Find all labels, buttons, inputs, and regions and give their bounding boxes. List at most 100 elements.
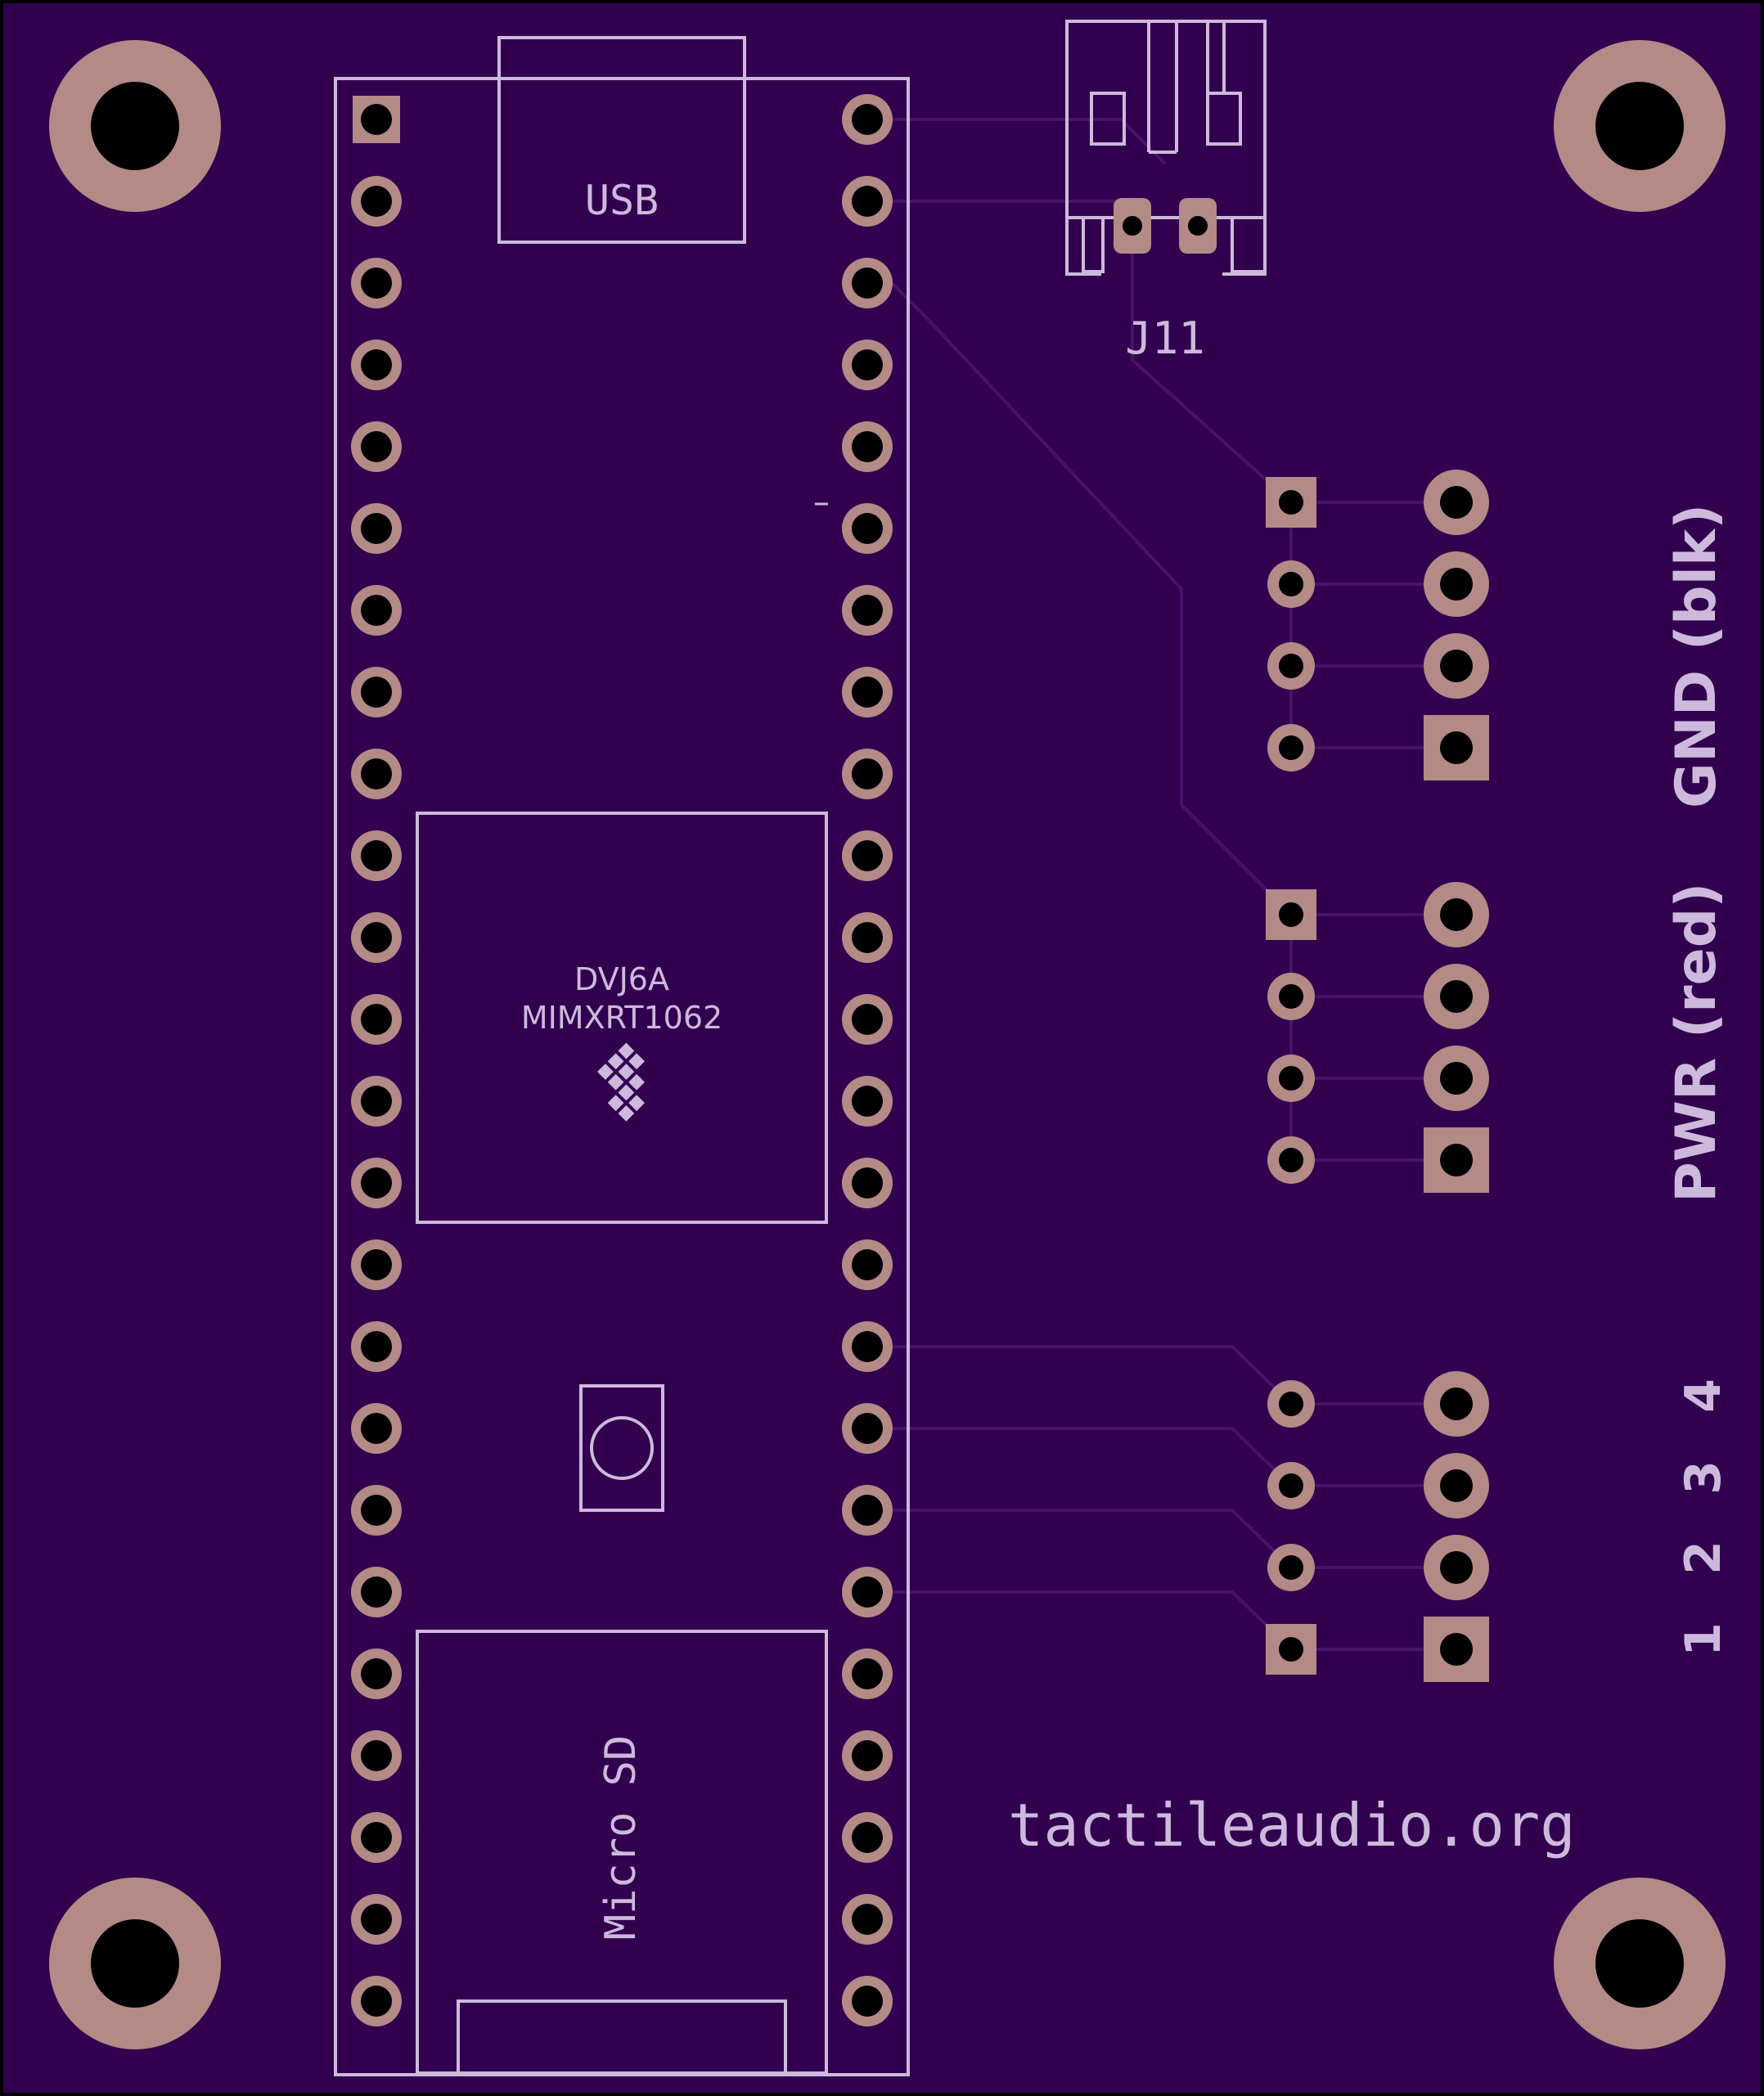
teensy-pin-right-17-drill <box>852 1413 883 1444</box>
teensy-pin-left-9-drill <box>361 758 392 789</box>
j11-outline <box>1065 20 1267 276</box>
teensy-pin-right-3-drill <box>852 268 883 299</box>
header-3-left-2-drill <box>1279 1473 1303 1498</box>
teensy-pin-left-7-drill <box>361 595 392 626</box>
trace-to-pwr <box>890 281 1293 916</box>
teensy-pin-right-12-drill <box>852 1004 883 1035</box>
header-1-left-2-drill <box>1279 572 1303 596</box>
teensy-pin-left-3-drill <box>361 268 392 299</box>
trace-j11-to-gnd <box>1131 245 1293 504</box>
teensy-pin-right-20-drill <box>852 1658 883 1689</box>
teensy-pin-left-16-drill <box>361 1331 392 1362</box>
trace-signal-3 <box>892 1427 1293 1487</box>
chip-outline <box>416 812 828 1224</box>
teensy-pin-left-12-drill <box>361 1004 392 1035</box>
teensy-pin-right-5-drill <box>852 431 883 462</box>
usb-label: USB <box>585 177 659 224</box>
teensy-pin-left-21-drill <box>361 1740 392 1771</box>
teensy-pin-right-8-drill <box>852 677 883 708</box>
teensy-pin-left-19-drill <box>361 1576 392 1608</box>
button-icon <box>590 1416 654 1480</box>
teensy-pin-left-2-drill <box>361 186 392 217</box>
pwr-label: PWR (red) <box>1664 883 1729 1203</box>
chip-label-line1: DVJ6A <box>574 961 669 997</box>
teensy-pin-left-10-drill <box>361 840 392 871</box>
teensy-pin-left-11-drill <box>361 922 392 953</box>
teensy-pin-right-10-drill <box>852 840 883 871</box>
teensy-pin-right-16-drill <box>852 1331 883 1362</box>
teensy-pin-right-9-drill <box>852 758 883 789</box>
board-surface <box>3 3 1761 2093</box>
header-3-right-4-drill <box>1440 1633 1473 1666</box>
teensy-pin-left-1-drill <box>361 104 392 135</box>
mounting-hole-4-drill <box>1595 1919 1684 2008</box>
header-3-left-4-drill <box>1279 1637 1303 1662</box>
teensy-pin-left-8-drill <box>361 677 392 708</box>
teensy-pin-left-20-drill <box>361 1658 392 1689</box>
silkscreen-outlines <box>334 20 1267 2076</box>
teensy-pin-left-5-drill <box>361 431 392 462</box>
j11-pad-1-drill <box>1123 216 1142 236</box>
teensy-pin-right-14-drill <box>852 1167 883 1199</box>
pin-4-label: 4 <box>1675 1379 1732 1413</box>
header-1-left-4-drill <box>1279 735 1303 760</box>
mounting-hole-2-drill <box>1595 82 1684 170</box>
mounting-hole-3-drill <box>91 1919 179 2008</box>
trace-signal-4 <box>892 1345 1293 1406</box>
mounting-holes <box>49 40 1726 2049</box>
pin-1-label: 1 <box>1675 1622 1732 1657</box>
teensy-pin-right-19-drill <box>852 1576 883 1608</box>
header-2-right-3-drill <box>1440 1062 1473 1095</box>
teensy-pin-right-24-drill <box>852 1986 883 2017</box>
teensy-pin-right-11-drill <box>852 922 883 953</box>
header-2-left-3-drill <box>1279 1066 1303 1091</box>
teensy-pin-right-22-drill <box>852 1822 883 1853</box>
gnd-label: GND (blk) <box>1664 504 1729 808</box>
teensy-pin-left-15-drill <box>361 1249 392 1280</box>
teensy-pin-right-4-drill <box>852 349 883 380</box>
header-2-left-2-drill <box>1279 984 1303 1009</box>
header-1-right-2-drill <box>1440 568 1473 600</box>
website-label: tactileaudio.org <box>1008 1791 1576 1860</box>
header-1-right-4-drill <box>1440 731 1473 764</box>
header-2-left-1-drill <box>1279 902 1303 927</box>
teensy-pin-left-13-drill <box>361 1086 392 1117</box>
copper-pads <box>351 94 1489 2026</box>
j11-tab-left <box>1090 92 1126 146</box>
header-1-left-1-drill <box>1279 490 1303 515</box>
header-2-right-4-drill <box>1440 1144 1473 1176</box>
chip-label-line2: MIMXRT1062 <box>521 1000 722 1036</box>
header-2-right-2-drill <box>1440 980 1473 1013</box>
usb-outline <box>497 36 746 244</box>
teensy-pin-left-6-drill <box>361 513 392 544</box>
teensy-pin-right-23-drill <box>852 1904 883 1935</box>
header-3-right-3-drill <box>1440 1551 1473 1584</box>
header-1-left-3-drill <box>1279 654 1303 678</box>
teensy-pin-right-18-drill <box>852 1495 883 1526</box>
header-3-right-2-drill <box>1440 1469 1473 1502</box>
teensy-pin-right-2-drill <box>852 186 883 217</box>
teensy-pin-right-13-drill <box>852 1086 883 1117</box>
trace-signal-2 <box>892 1509 1293 1569</box>
header-3-left-1-drill <box>1279 1392 1303 1416</box>
mounting-hole-1-drill <box>91 82 179 170</box>
teensy-pin-left-14-drill <box>361 1167 392 1199</box>
teensy-pin-right-7-drill <box>852 595 883 626</box>
pin-3-label: 3 <box>1675 1460 1732 1495</box>
header-3-right-1-drill <box>1440 1388 1473 1420</box>
teensy-pin-left-17-drill <box>361 1413 392 1444</box>
teensy-pin-right-1-drill <box>852 104 883 135</box>
micro-sd-label: Micro SD <box>596 1735 646 1940</box>
header-2-left-4-drill <box>1279 1148 1303 1172</box>
teensy-pin-right-6-drill <box>852 513 883 544</box>
j11-pad-2-drill <box>1188 216 1208 236</box>
header-1-right-3-drill <box>1440 650 1473 682</box>
teensy-pin-left-18-drill <box>361 1495 392 1526</box>
teensy-pin-left-22-drill <box>361 1822 392 1853</box>
sdcard-slot-outline <box>457 1999 787 2076</box>
teensy-pin-left-4-drill <box>361 349 392 380</box>
teensy-pin-left-23-drill <box>361 1904 392 1935</box>
teensy-pin-right-15-drill <box>852 1249 883 1280</box>
header-3-left-3-drill <box>1279 1555 1303 1580</box>
connector-j11-label: J11 <box>1125 313 1205 364</box>
